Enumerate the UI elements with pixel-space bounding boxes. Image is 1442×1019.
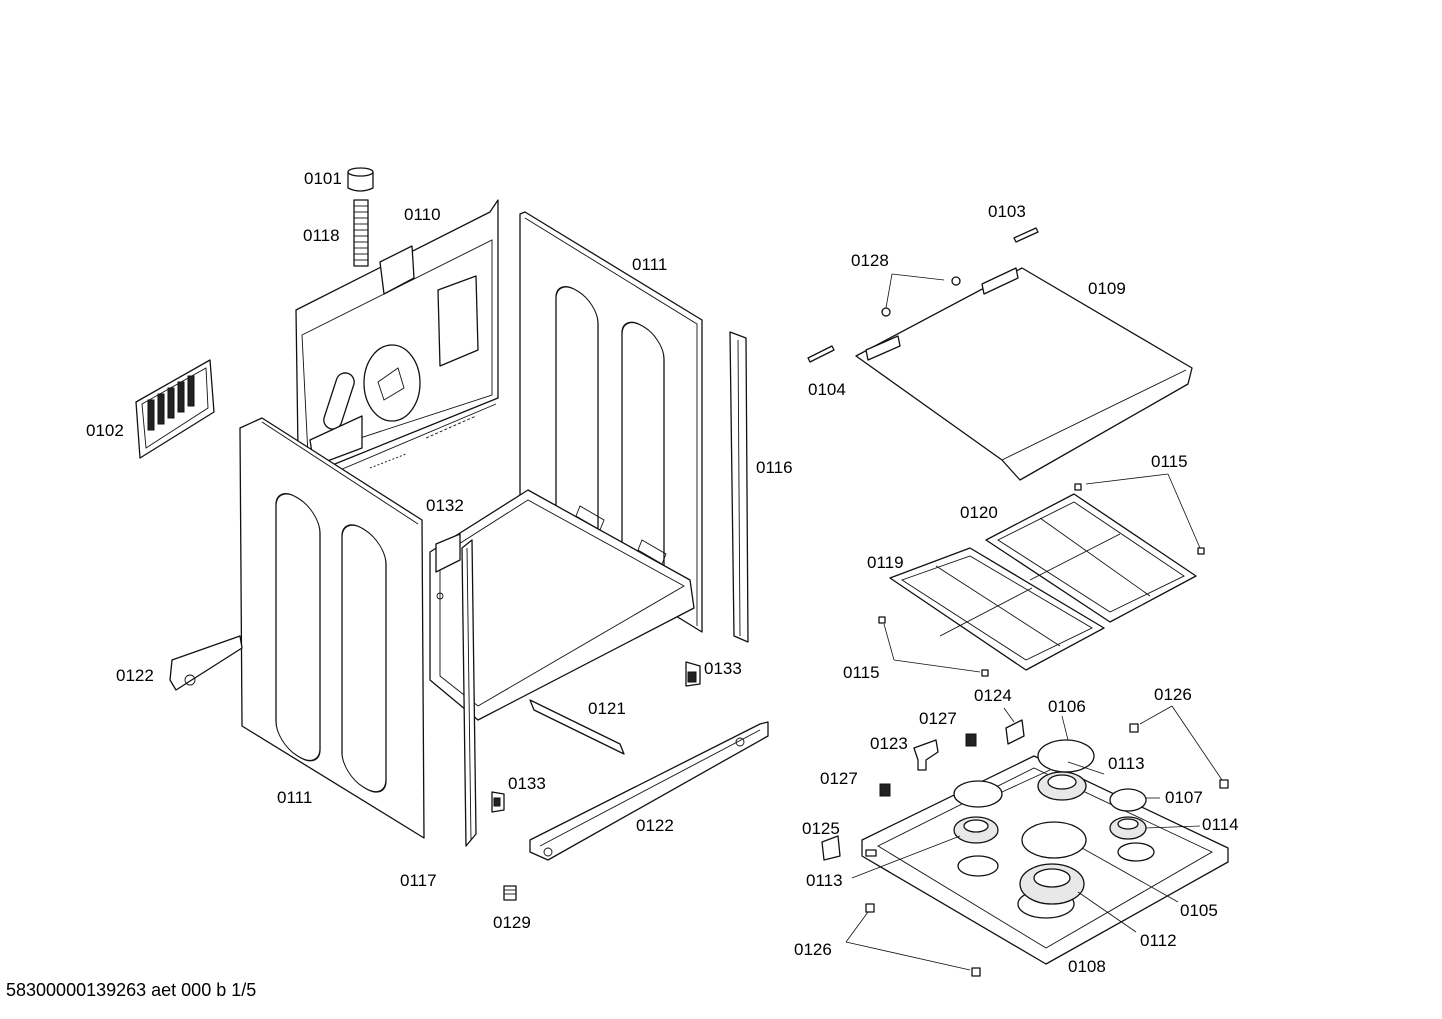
label-0105: 0105: [1180, 901, 1218, 920]
label-0126-lower: 0126: [794, 940, 832, 959]
label-0133-lower: 0133: [508, 774, 546, 793]
part-0110-back-panel: [295, 199, 499, 471]
part-0120-pan-support: [985, 493, 1197, 623]
part-0116-side-strip: [729, 331, 749, 643]
part-0107-burner-cap-small: [1109, 788, 1147, 812]
label-0119: 0119: [867, 553, 904, 572]
label-0109: 0109: [1088, 279, 1126, 298]
label-0112: 0112: [1140, 931, 1177, 950]
label-0101: 0101: [304, 169, 342, 188]
part-0113-burner-cap-front: [953, 780, 1003, 808]
label-0115-rear: 0115: [1151, 452, 1188, 471]
part-0114-burner-head-small: [1109, 816, 1147, 840]
part-0102-grille: [135, 359, 215, 459]
label-0122-right: 0122: [636, 816, 674, 835]
label-0121: 0121: [588, 699, 626, 718]
part-0123-knob-adapter: [913, 739, 939, 771]
label-0128: 0128: [851, 251, 889, 270]
label-0106: 0106: [1048, 697, 1086, 716]
label-0124: 0124: [974, 686, 1012, 705]
part-0133-clip-lower: [491, 791, 505, 813]
part-0112-burner-head-large: [1019, 863, 1085, 905]
label-0122-left: 0122: [116, 666, 154, 685]
part-0117-front-upright: [461, 539, 477, 847]
part-0125-bracket: [821, 835, 841, 861]
part-0111-side-panel-left: [239, 417, 425, 839]
part-0113-burner-head-front: [953, 816, 999, 844]
label-0114: 0114: [1202, 815, 1239, 834]
label-0107: 0107: [1165, 788, 1203, 807]
part-0133-clip-upper: [685, 661, 701, 687]
label-0113-rear: 0113: [1108, 754, 1145, 773]
part-0132-bracket: [435, 533, 461, 600]
leader-lines: [845, 273, 1223, 971]
part-0122-rail-right: [529, 721, 769, 861]
label-0126-upper: 0126: [1154, 685, 1192, 704]
part-0105-burner-cap-large: [1021, 821, 1087, 859]
label-0133-upper: 0133: [704, 659, 742, 678]
part-0109-lid: [855, 267, 1193, 481]
part-0104-screw: [807, 345, 835, 363]
document-id: 58300000139263 aet 000 b 1/5: [6, 980, 257, 1000]
label-0118: 0118: [303, 226, 340, 245]
label-0116: 0116: [756, 458, 793, 477]
part-labels: 0101 0118 0110 0111 0102 0116 0132 0122 …: [86, 169, 1239, 976]
label-0115-front: 0115: [843, 663, 880, 682]
label-0102: 0102: [86, 421, 124, 440]
part-0128-stoppers: [881, 276, 961, 317]
label-0125: 0125: [802, 819, 840, 838]
label-0127-upper: 0127: [919, 709, 957, 728]
label-0104: 0104: [808, 380, 846, 399]
part-0113-burner-head-rear: [1037, 771, 1087, 801]
label-0108: 0108: [1068, 957, 1106, 976]
label-0132: 0132: [426, 496, 464, 515]
part-0126-clips: [865, 723, 1229, 977]
label-0117: 0117: [400, 871, 437, 890]
part-0129-foot: [503, 885, 517, 901]
label-0111-front: 0111: [277, 788, 312, 807]
part-0127-clip-upper: [965, 733, 977, 747]
part-0124-bracket: [1005, 719, 1025, 745]
part-0127-clip-lower: [879, 783, 891, 797]
part-0118-flex-pipe: [353, 199, 369, 267]
label-0127-lower: 0127: [820, 769, 858, 788]
part-0119-pan-support: [889, 547, 1105, 671]
part-0122-rail-left: [169, 635, 243, 691]
part-0121-base-tray: [429, 489, 695, 755]
label-0123: 0123: [870, 734, 908, 753]
label-0110: 0110: [404, 205, 441, 224]
part-0106-burner-cap: [1037, 739, 1095, 773]
label-0103: 0103: [988, 202, 1026, 221]
label-0120: 0120: [960, 503, 998, 522]
part-0103-screw: [1013, 227, 1039, 243]
label-0129: 0129: [493, 913, 531, 932]
part-0115-buffers: [878, 483, 1205, 677]
label-0113-front: 0113: [806, 871, 843, 890]
part-0101-cap: [347, 167, 374, 192]
label-0111-rear: 0111: [632, 255, 667, 274]
